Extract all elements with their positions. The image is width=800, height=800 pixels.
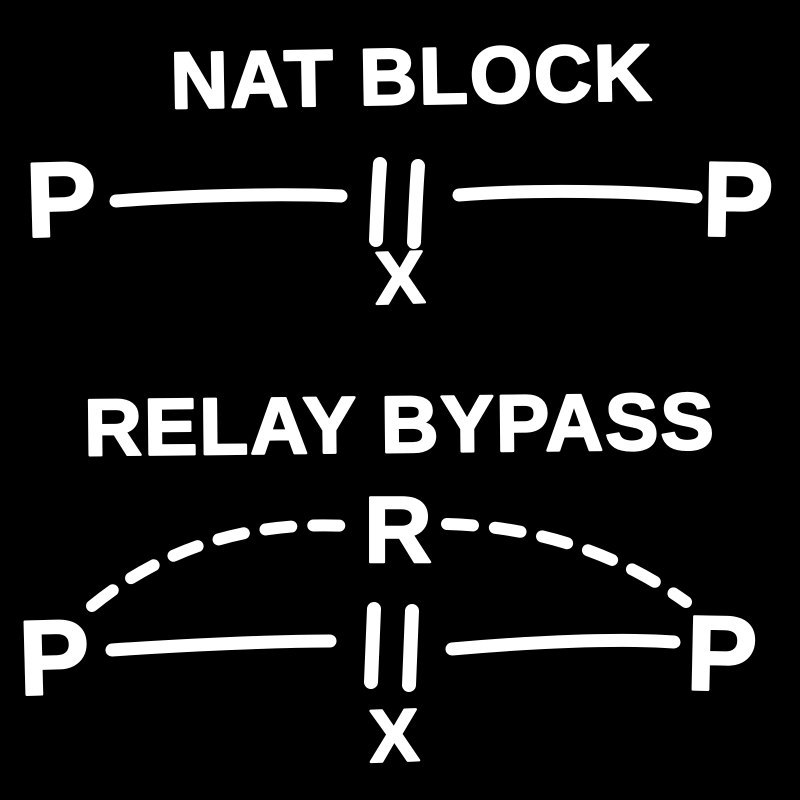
relay-arc-right: [441, 518, 692, 608]
relay-peer-left-label: P: [17, 598, 91, 718]
relay-bypass-title: RELAY BYPASS: [84, 377, 717, 473]
relay-blocked-x-marker: X: [368, 693, 420, 778]
nat-block-title: NAT BLOCK: [170, 28, 655, 125]
barrier-bar-right: [402, 604, 419, 692]
nat-blocked-x-marker: X: [374, 235, 426, 320]
barrier-bar-right: [407, 159, 425, 249]
relay-peer-right-label: P: [685, 594, 758, 713]
barrier-bar-left: [364, 602, 381, 689]
relay-node-label: R: [364, 477, 432, 582]
nat-peer-right-label: P: [702, 140, 775, 259]
relay-arc-left: [86, 519, 354, 612]
relay-barrier-icon: [364, 602, 419, 692]
nat-peer-left-label: P: [24, 140, 98, 260]
nat-barrier-icon: [369, 157, 425, 249]
nat-direct-link-right: [452, 184, 703, 204]
nat-direct-link-left: [109, 188, 348, 208]
relay-bypass-diagram: RELAY BYPASS R P P X: [16, 375, 760, 779]
nat-block-diagram: NAT BLOCK P P X: [23, 27, 776, 322]
barrier-bar-left: [369, 157, 387, 247]
relay-direct-link-left: [105, 634, 337, 657]
relay-direct-link-right: [445, 633, 681, 656]
